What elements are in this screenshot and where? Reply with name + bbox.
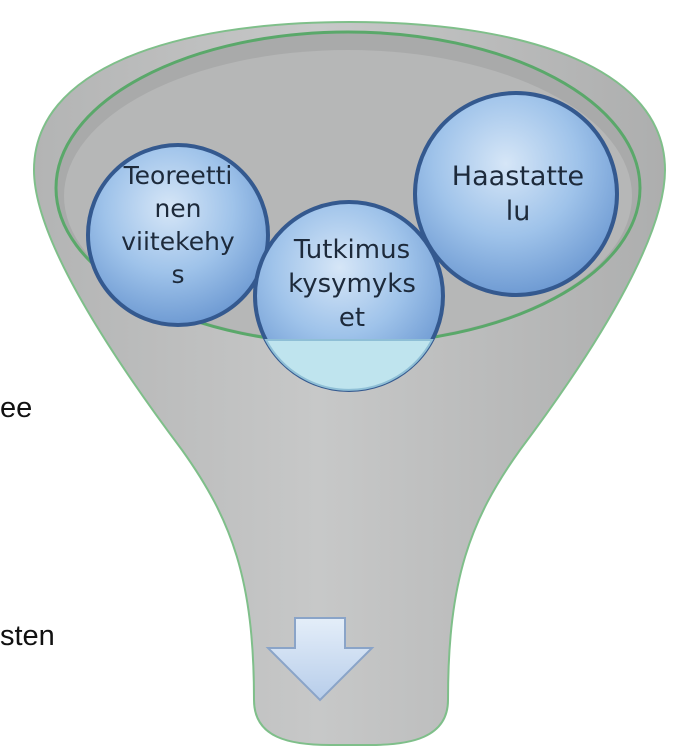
circle-interview-line-1: Haastatte xyxy=(452,161,584,192)
circle-questions-line-3: et xyxy=(339,303,365,333)
circle-theory-line-4: s xyxy=(171,260,184,289)
circle-questions-line-2: kysymyks xyxy=(288,269,416,299)
down-arrow-icon xyxy=(265,617,375,702)
circle-theory-line-2: nen xyxy=(154,194,201,223)
partial-text-2: sten xyxy=(0,620,55,652)
liquid-level xyxy=(264,339,434,391)
circle-questions: Tutkimus kysymyks et xyxy=(253,200,445,392)
partial-text-1: ee xyxy=(0,392,33,424)
circle-theory-line-3: viitekehy xyxy=(121,227,235,256)
circle-theory: Teoreetti nen viitekehy s xyxy=(86,143,270,327)
circle-interview: Haastatte lu xyxy=(413,91,619,297)
circle-theory-line-1: Teoreetti xyxy=(123,161,233,190)
circle-interview-line-2: lu xyxy=(506,196,531,227)
circle-questions-line-1: Tutkimus xyxy=(293,235,410,265)
